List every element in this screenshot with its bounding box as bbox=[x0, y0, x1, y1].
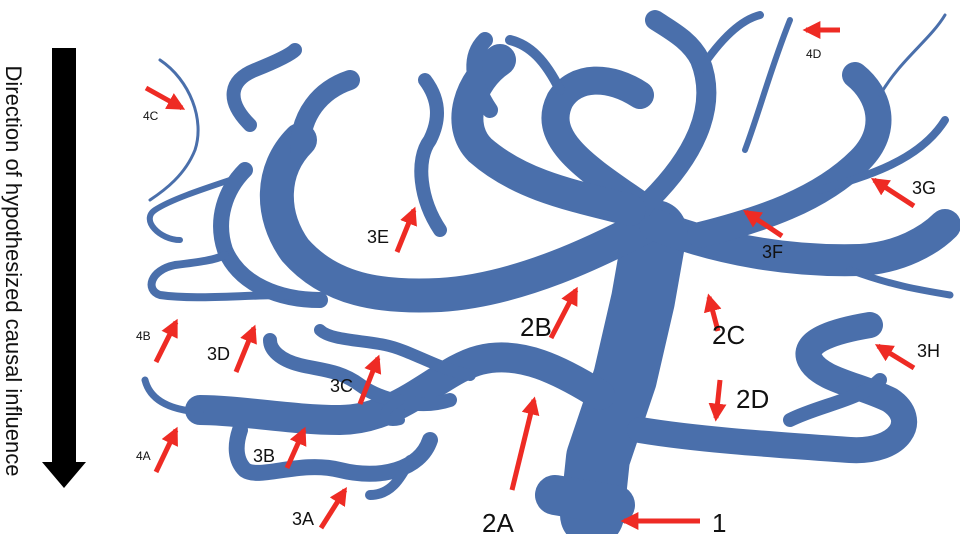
branch-3G-tail bbox=[850, 270, 950, 295]
arrow-2A bbox=[512, 400, 534, 490]
branch-right-upper bbox=[700, 75, 879, 235]
label-3E: 3E bbox=[367, 227, 389, 247]
arrow-3D bbox=[236, 328, 254, 372]
branch-network bbox=[145, 15, 950, 515]
label-3C: 3C bbox=[330, 376, 353, 396]
causal-direction-caption: Direction of hypothesized causal influen… bbox=[0, 21, 26, 521]
label-1: 1 bbox=[712, 508, 726, 534]
label-3A: 3A bbox=[292, 509, 314, 529]
label-2A: 2A bbox=[482, 508, 514, 534]
label-4C: 4C bbox=[143, 109, 159, 123]
arrow-4C bbox=[146, 88, 182, 108]
causal-direction-arrow bbox=[42, 48, 86, 488]
label-4D: 4D bbox=[806, 47, 822, 61]
arrow-2D bbox=[716, 380, 720, 418]
branch-upper-f bbox=[700, 15, 760, 70]
arrow-3H bbox=[878, 346, 914, 368]
arrow-2B bbox=[551, 290, 576, 338]
branch-upper-e bbox=[510, 40, 560, 90]
arrow-3G bbox=[874, 180, 914, 206]
branch-right-hair bbox=[880, 15, 945, 95]
trunk-1 bbox=[592, 232, 655, 515]
branch-upper-b bbox=[650, 20, 706, 200]
label-3H: 3H bbox=[917, 341, 940, 361]
label-2B: 2B bbox=[520, 312, 552, 342]
branch-upper-g bbox=[745, 20, 790, 150]
label-4A: 4A bbox=[136, 449, 151, 463]
branch-2A bbox=[200, 357, 600, 420]
trunk-base bbox=[555, 495, 615, 505]
label-3D: 3D bbox=[207, 344, 230, 364]
label-3G: 3G bbox=[912, 178, 936, 198]
arrow-3E bbox=[397, 210, 414, 252]
arrow-4A bbox=[156, 430, 176, 472]
branch-4C-tail bbox=[150, 60, 198, 200]
label-3F: 3F bbox=[762, 242, 783, 262]
label-3B: 3B bbox=[253, 446, 275, 466]
label-2D: 2D bbox=[736, 384, 769, 414]
label-4B: 4B bbox=[136, 329, 151, 343]
branch-left-curl bbox=[300, 80, 350, 150]
branch-left-top bbox=[234, 50, 295, 125]
arrow-3A bbox=[321, 490, 345, 528]
branch-3E-stem bbox=[421, 80, 440, 230]
arrow-4B bbox=[156, 322, 176, 362]
label-2C: 2C bbox=[712, 320, 745, 350]
